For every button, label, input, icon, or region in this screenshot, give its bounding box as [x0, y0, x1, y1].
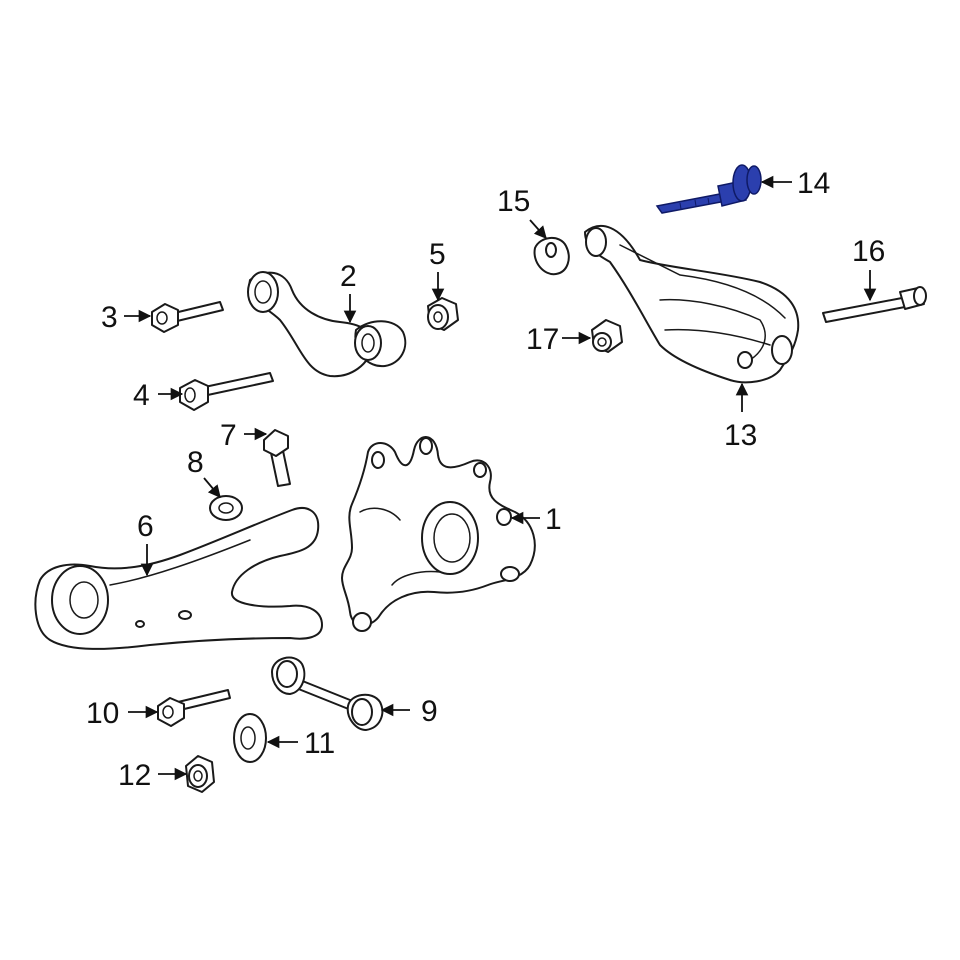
- callout-9: 9: [421, 695, 438, 728]
- callout-17: 17: [526, 323, 559, 356]
- part-8-washer[interactable]: [209, 495, 243, 521]
- part-13-lower-control-arm[interactable]: [584, 224, 800, 384]
- callout-12: 12: [118, 759, 151, 792]
- part-9-stabilizer-link[interactable]: [271, 656, 384, 731]
- callout-11: 11: [304, 727, 335, 760]
- leader-8: [203, 477, 221, 498]
- part-14-bolt[interactable]: [655, 164, 762, 214]
- part-5-nut[interactable]: [427, 297, 459, 331]
- part-3-bolt[interactable]: [151, 301, 224, 333]
- callout-7: 7: [220, 419, 237, 452]
- callout-3: 3: [101, 301, 118, 334]
- callout-10: 10: [86, 697, 119, 730]
- part-17-nut[interactable]: [591, 319, 623, 353]
- callout-5: 5: [429, 238, 446, 271]
- part-1-knuckle[interactable]: [341, 436, 536, 632]
- part-11-washer[interactable]: [233, 713, 267, 763]
- callout-4: 4: [133, 379, 150, 412]
- callout-2: 2: [340, 260, 357, 293]
- callout-1: 1: [545, 503, 562, 536]
- callout-14: 14: [797, 167, 830, 200]
- callout-labels: 1 2 3 4 5 6 7 8 9 10 11 12 13 14 15 16 1…: [86, 167, 885, 792]
- part-4-bolt[interactable]: [179, 372, 274, 411]
- callout-15: 15: [497, 185, 530, 218]
- part-12-nut[interactable]: [185, 755, 215, 793]
- leader-arrows: [124, 175, 877, 781]
- part-16-bolt[interactable]: [822, 286, 927, 323]
- part-7-bolt[interactable]: [263, 429, 291, 487]
- part-10-bolt[interactable]: [157, 689, 231, 727]
- part-6-trailing-arm[interactable]: [34, 507, 323, 650]
- callout-8: 8: [187, 446, 204, 479]
- part-2-upper-control-arm[interactable]: [247, 271, 407, 378]
- part-15-adjusting-cam[interactable]: [533, 237, 570, 276]
- callout-13: 13: [724, 419, 757, 452]
- leader-15: [529, 219, 547, 239]
- callout-16: 16: [852, 235, 885, 268]
- callout-6: 6: [137, 510, 154, 543]
